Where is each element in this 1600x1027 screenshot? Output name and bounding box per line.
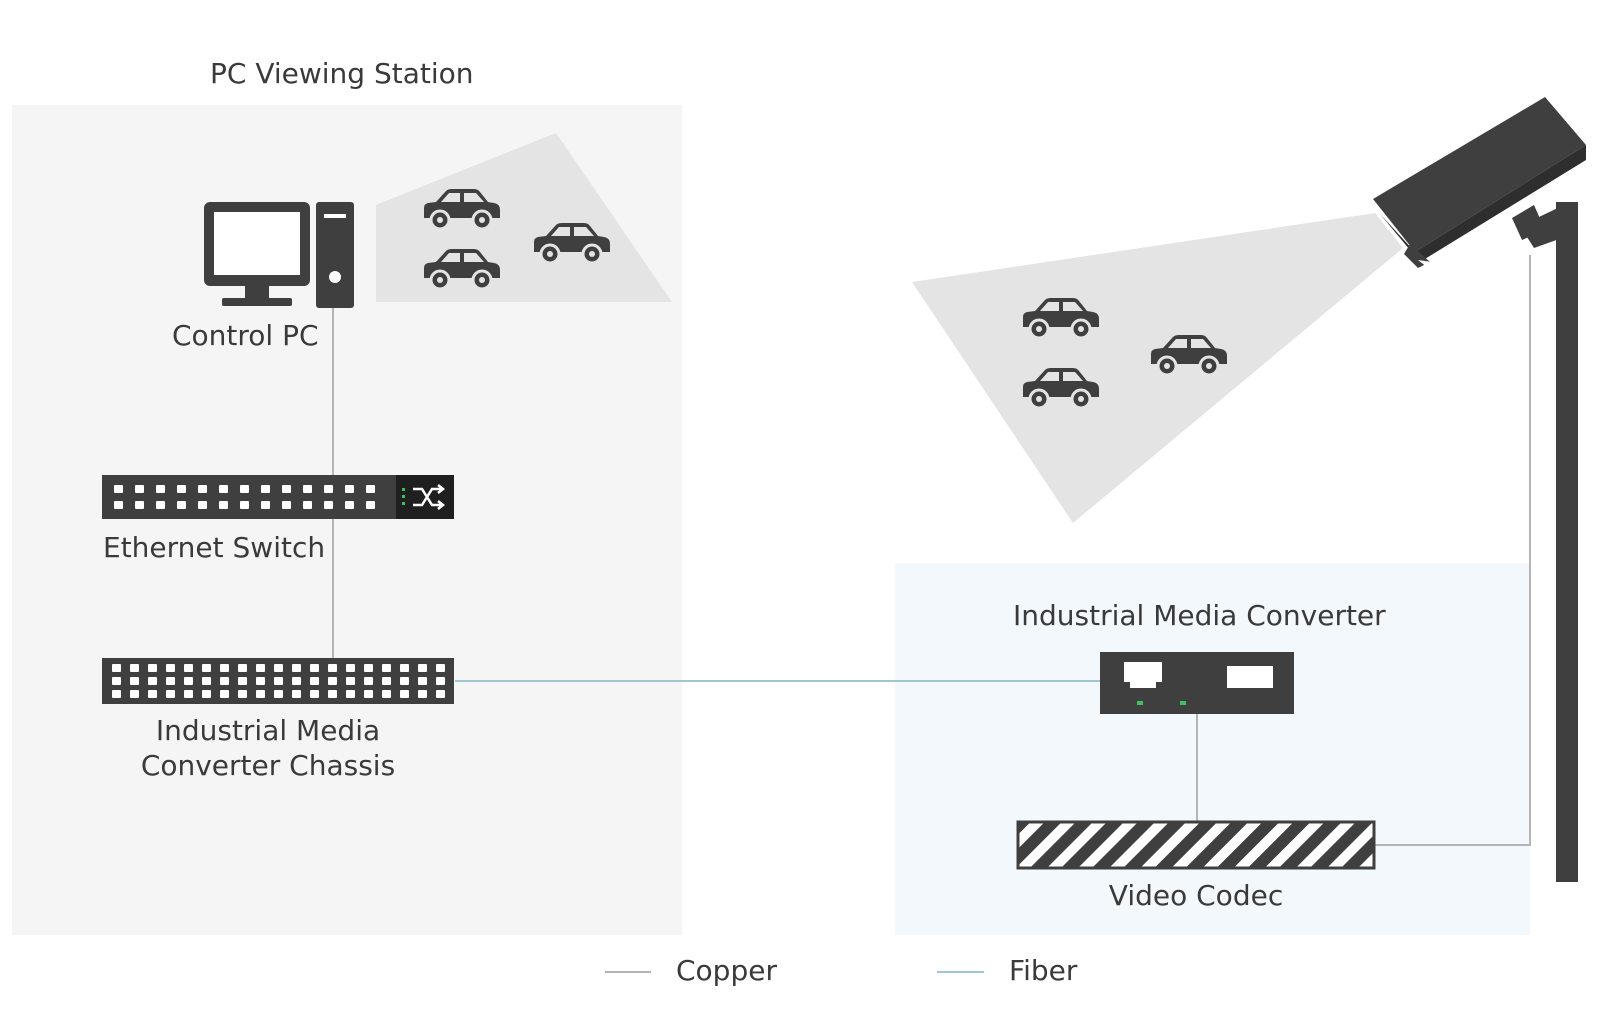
station-title: PC Viewing Station	[210, 57, 474, 90]
media-converter-chassis-icon	[102, 658, 454, 704]
ethernet-switch-label: Ethernet Switch	[103, 531, 326, 564]
monitor-view-area	[376, 133, 672, 302]
video-codec-icon	[1016, 820, 1376, 870]
media-converter-icon	[1100, 652, 1294, 714]
camera-pole-icon	[1520, 202, 1578, 882]
legend-copper-label: Copper	[676, 954, 777, 987]
legend-fiber-label: Fiber	[1009, 954, 1078, 987]
pc-tower-icon	[316, 202, 354, 308]
control-pc-label: Control PC	[172, 319, 319, 352]
copper-link-codec-camera	[1372, 255, 1531, 846]
field-site-area	[895, 563, 1530, 935]
chassis-label-line2: Converter Chassis	[140, 749, 396, 782]
monitor-icon	[204, 202, 310, 306]
media-converter-label: Industrial Media Converter	[1013, 599, 1386, 632]
ethernet-switch-icon	[102, 475, 454, 519]
cctv-camera-icon	[1373, 97, 1586, 268]
video-codec-label: Video Codec	[1108, 879, 1284, 912]
shuffle-icon	[413, 484, 446, 510]
chassis-label-line1: Industrial Media	[155, 714, 381, 747]
